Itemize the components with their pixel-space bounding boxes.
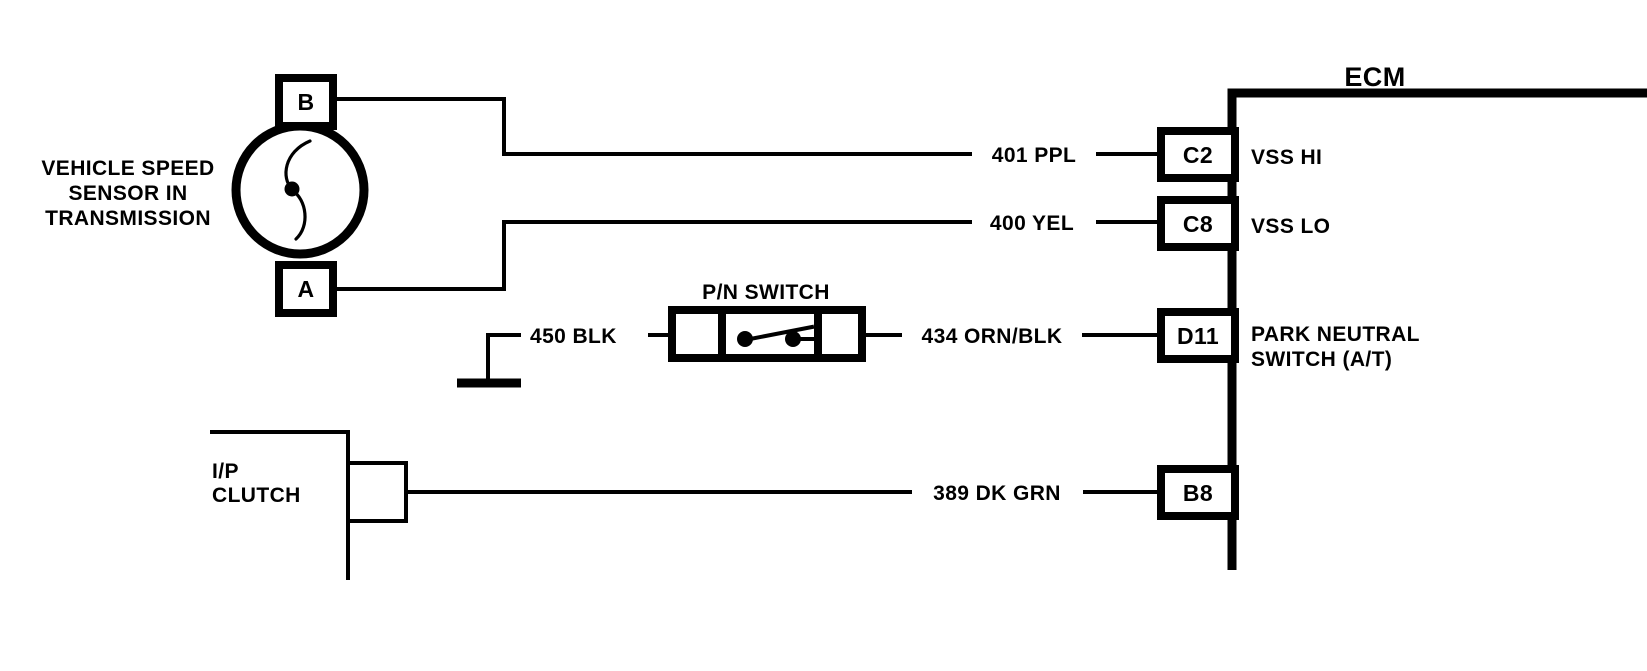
ecm-terminal-b8-pin: B8 (1183, 480, 1213, 506)
ecm-terminal-b8-box[interactable] (1157, 465, 1239, 520)
wire-389-dkgrn-group: 389 DK GRN (404, 482, 1162, 505)
pn-switch-contact-left-dot-icon (737, 331, 753, 347)
wire-450-blk-label: 450 BLK (530, 325, 617, 348)
ecm-terminal-d11-pin: D11 (1177, 323, 1219, 349)
wire-401-ppl-path (331, 97, 972, 156)
vss-terminal-a-label: A (297, 276, 314, 302)
wire-434-ornblk-group: 434 ORN/BLK (860, 325, 1162, 348)
ground-group: 450 BLK (457, 325, 617, 388)
wire-401-ppl-label: 401 PPL (992, 144, 1077, 167)
ecm-terminal-d11-function-line1: PARK NEUTRAL (1251, 323, 1420, 346)
ecm-terminal-d11-function-line2: SWITCH (A/T) (1251, 348, 1392, 371)
ip-clutch-group: I/P CLUTCH (210, 430, 408, 580)
ecm-module-group: ECM C2 VSS HI C8 VSS LO D11 PARK NEUTRAL… (1157, 62, 1647, 570)
wire-389-dkgrn-label: 389 DK GRN (933, 482, 1061, 505)
ecm-terminal-c2-box[interactable] (1157, 127, 1239, 182)
pn-switch-blade-icon (742, 324, 815, 343)
ecm-terminal-c8-box[interactable] (1157, 196, 1239, 251)
pn-switch-group[interactable]: P/N SWITCH (648, 281, 866, 362)
wire-400-yel-label: 400 YEL (990, 212, 1074, 235)
wire-434-ornblk-label: 434 ORN/BLK (922, 325, 1063, 348)
ecm-terminal-c8-pin: C8 (1183, 211, 1213, 237)
vss-center-dot-icon (284, 181, 300, 197)
wire-400-yel-path (331, 220, 972, 291)
ecm-terminal-c8-function: VSS LO (1251, 215, 1330, 238)
ecm-title: ECM (1344, 62, 1405, 92)
wire-401-ppl-group: 401 PPL (331, 97, 1162, 167)
wire-400-yel-group: 400 YEL (331, 212, 1162, 291)
ip-clutch-box[interactable] (346, 461, 408, 523)
ecm-terminal-c2-function: VSS HI (1251, 146, 1322, 169)
vss-terminal-b-label: B (297, 89, 314, 115)
ground-lead-path (486, 333, 521, 383)
vss-label-line1: VEHICLE SPEED (41, 157, 214, 180)
ecm-terminal-d11-box[interactable] (1157, 308, 1239, 363)
ip-clutch-label-line1: I/P (212, 460, 239, 483)
vss-terminal-b-box[interactable] (275, 74, 337, 130)
ip-clutch-label-line2: CLUTCH (212, 484, 301, 507)
vss-label-line3: TRANSMISSION (45, 207, 211, 230)
vehicle-speed-sensor-group: B A VEHICLE SPEED SENSOR IN TRANSMISSION (41, 74, 369, 317)
ip-clutch-bracket-path (210, 430, 350, 580)
ecm-outline-path (1227, 88, 1647, 570)
ecm-terminal-c2-pin: C2 (1183, 142, 1213, 168)
pn-switch-label: P/N SWITCH (702, 281, 830, 304)
vss-label-line2: SENSOR IN (68, 182, 187, 205)
